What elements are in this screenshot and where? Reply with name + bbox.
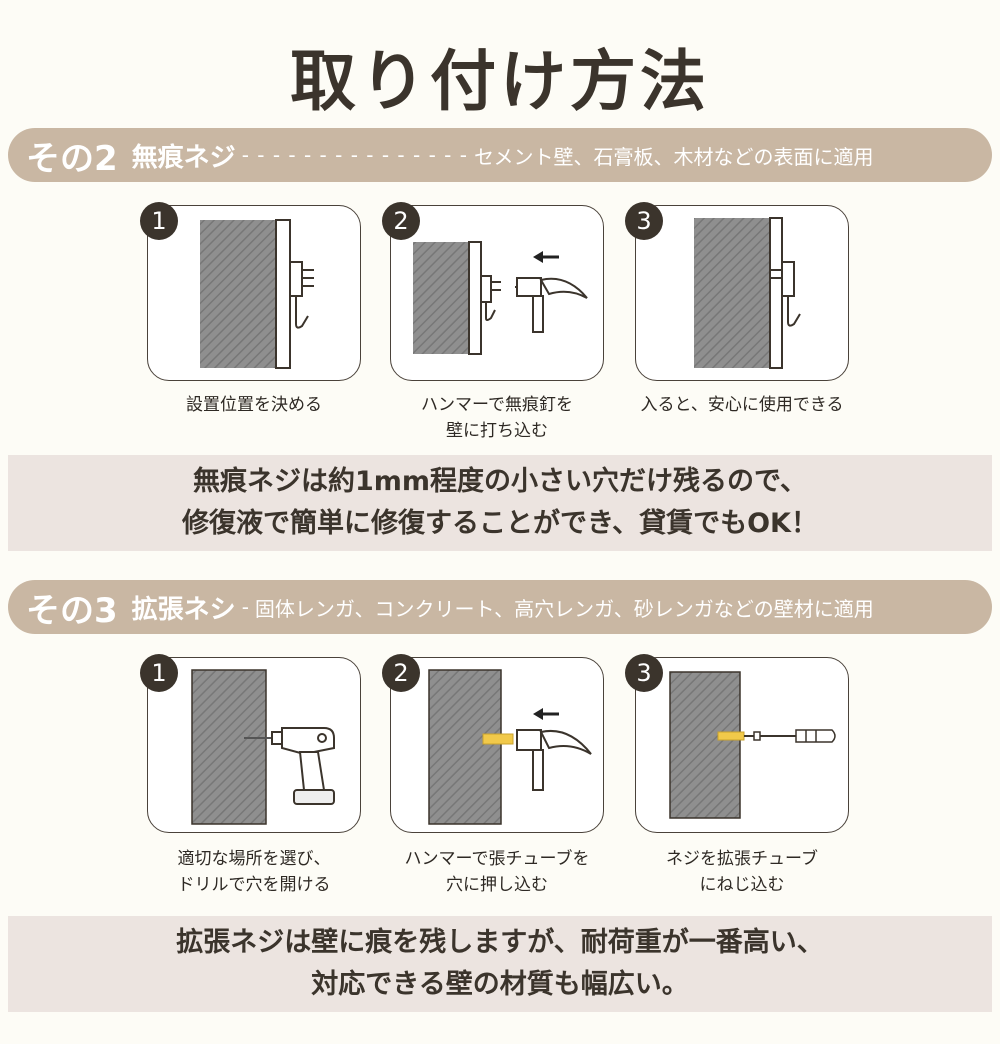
screwdriver-icon bbox=[744, 729, 836, 743]
section3-step2-badge: 2 bbox=[382, 654, 420, 692]
wall-icon bbox=[669, 671, 836, 819]
caption-line: にねじ込む bbox=[699, 875, 785, 895]
section3-step1-caption: 適切な場所を選び、 ドリルで穴を開ける bbox=[124, 846, 384, 898]
anchor-icon bbox=[717, 731, 745, 741]
caption-line: 適切な場所を選び、 bbox=[177, 849, 331, 869]
caption-line: ハンマーで無痕釘を bbox=[421, 395, 573, 415]
section3-step2-caption: ハンマーで張チューブを 穴に押し込む bbox=[367, 846, 627, 898]
caption-line: ネジを拡張チューブ bbox=[666, 849, 818, 869]
drill-icon bbox=[244, 727, 335, 805]
wall-icon bbox=[428, 669, 592, 825]
section3-separator: - bbox=[241, 595, 249, 619]
page-title: 取り付け方法 bbox=[290, 43, 710, 120]
caption-line: 設置位置を決める bbox=[186, 395, 322, 415]
hook-icon bbox=[781, 261, 801, 327]
hammer-icon bbox=[516, 729, 592, 791]
note-line: 修復液で簡単に修復することができ、貸賃でもOK！ bbox=[182, 508, 818, 539]
section3-header: その3 拡張ネシ - 固体レンガ、コンクリート、高穴レンガ、砂レンガなどの壁材に… bbox=[8, 580, 992, 634]
section2-note: 無痕ネジは約1mm程度の小さい穴だけ残るので、 修復液で簡単に修復することができ… bbox=[8, 455, 992, 551]
section2-separator: - - - - - - - - - - - - - - - bbox=[241, 143, 468, 167]
note-line: 無痕ネジは約1mm程度の小さい穴だけ残るので、 bbox=[193, 466, 807, 497]
section3-step1-panel bbox=[147, 657, 361, 833]
caption-line: ハンマーで張チューブを bbox=[404, 849, 590, 869]
section2-step2-panel bbox=[390, 205, 604, 381]
section2-step2-caption: ハンマーで無痕釘を 壁に打ち込む bbox=[367, 392, 627, 444]
section2-step1-badge: 1 bbox=[140, 202, 178, 240]
caption-line: 穴に押し込む bbox=[446, 875, 548, 895]
section3-number: その3 bbox=[26, 590, 118, 631]
section3-step3-panel bbox=[635, 657, 849, 833]
section2-step3-panel bbox=[635, 205, 849, 381]
section2-name: 無痕ネジ bbox=[131, 142, 236, 173]
anchor-icon bbox=[482, 733, 514, 745]
section2-step1-panel bbox=[147, 205, 361, 381]
caption-line: 入ると、安心に使用できる bbox=[640, 395, 844, 415]
section2-step3-badge: 3 bbox=[625, 202, 663, 240]
note-line: 拡張ネジは壁に痕を残しますが、耐荷重が一番高い、 bbox=[176, 927, 824, 958]
hook-icon bbox=[289, 261, 314, 329]
section3-name: 拡張ネシ bbox=[131, 594, 236, 625]
hook-icon bbox=[480, 275, 501, 321]
section2-step2-badge: 2 bbox=[382, 202, 420, 240]
section3-step3-caption: ネジを拡張チューブ にねじ込む bbox=[612, 846, 872, 898]
section3-step3-badge: 3 bbox=[625, 654, 663, 692]
section2-number: その2 bbox=[26, 138, 118, 179]
wall-icon bbox=[191, 669, 335, 825]
section2-step1-caption: 設置位置を決める bbox=[124, 392, 384, 418]
hammer-icon bbox=[515, 277, 588, 333]
arrow-left-icon bbox=[533, 251, 559, 263]
caption-line: ドリルで穴を開ける bbox=[177, 875, 331, 895]
section2-step3-caption: 入ると、安心に使用できる bbox=[612, 392, 872, 418]
section3-description: 固体レンガ、コンクリート、高穴レンガ、砂レンガなどの壁材に適用 bbox=[254, 596, 874, 621]
wall-icon bbox=[200, 219, 314, 369]
section2-description: セメント壁、石膏板、木材などの表面に適用 bbox=[473, 144, 874, 169]
note-line: 対応できる壁の材質も幅広い。 bbox=[311, 969, 689, 1000]
wall-icon bbox=[694, 217, 801, 369]
section3-step1-badge: 1 bbox=[140, 654, 178, 692]
wall-icon bbox=[413, 241, 588, 355]
caption-line: 壁に打ち込む bbox=[446, 421, 548, 441]
section2-header: その2 無痕ネジ - - - - - - - - - - - - - - - セ… bbox=[8, 128, 992, 182]
arrow-left-icon bbox=[533, 708, 559, 720]
section3-step2-panel bbox=[390, 657, 604, 833]
section3-note: 拡張ネジは壁に痕を残しますが、耐荷重が一番高い、 対応できる壁の材質も幅広い。 bbox=[8, 916, 992, 1012]
